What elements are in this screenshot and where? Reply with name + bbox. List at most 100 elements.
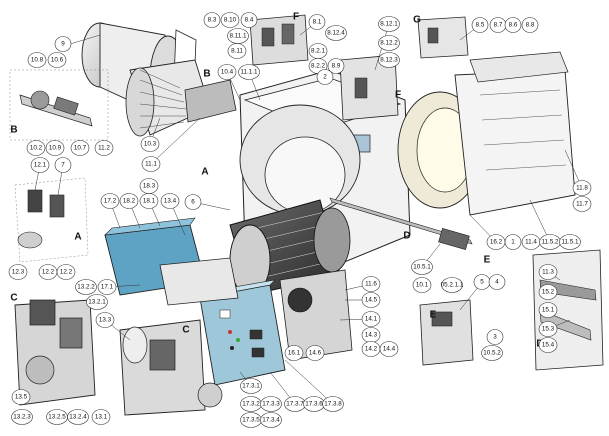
callout-69: 4 [488,274,506,290]
callout-bubble [11,409,33,425]
callout-bubble [412,277,432,293]
callout-bubble [521,17,539,33]
callout-bubble [95,312,115,328]
callout-bubble [538,337,558,353]
callout-text: 8.10 [224,17,237,24]
callout-bubble [100,193,120,209]
callout-20: 8.9 [327,58,345,74]
callout-62: 17.3.7 [284,396,306,412]
callout-text: 8.5 [476,22,485,29]
callout-66: 10.1 [412,277,432,293]
callout-78: 11.7 [572,196,592,212]
callout-bubble [325,25,347,41]
callout-bubble [8,264,28,280]
callout-text: 11.3 [542,269,554,276]
callout-text: 14.5 [365,297,378,304]
callout-bubble [238,64,260,80]
section-letter-b2: B [10,125,17,136]
callout-44: 13.5 [11,389,31,405]
callout-bubble [86,294,108,310]
callout-text: 10.2 [30,145,43,152]
callout-text: 6 [191,199,195,206]
callout-text: 18.1 [143,198,156,205]
callout-28: 8.8 [521,17,539,33]
callout-bubble [378,35,400,51]
gas-valve-group [14,177,89,263]
callout-bubble [504,234,522,250]
callout-text: 14.3 [365,332,378,339]
callout-text: 18.3 [143,183,156,190]
callout-text: 8.1 [313,19,322,26]
callout-57: 17.3.1 [240,378,262,394]
section-letter-g1: G [413,15,421,26]
callout-39: 6 [184,194,202,210]
callout-bubble [139,178,159,194]
callout-41: 13.2.2 [75,279,97,295]
lance-rod [329,197,473,250]
callout-59: 17.3.3 [260,396,282,412]
callout-47: 13.2.4 [67,409,89,425]
callout-text: 10.8 [31,57,44,64]
callout-bubble [471,17,489,33]
callout-34: 17.2 [100,193,120,209]
callout-text: 9 [61,41,65,48]
callout-text: 8.12.3 [380,57,398,64]
section-letter-c2: C [182,325,189,336]
callout-text: 13.2.4 [69,414,87,421]
callout-45: 13.2.3 [11,409,33,425]
callout-text: 12.2 [42,269,55,276]
callout-14: 8.11.1 [227,28,249,44]
callout-4: 10.9 [45,140,65,156]
callout-bubble [240,378,262,394]
callout-63: 17.3.6 [303,396,325,412]
callout-bubble [441,277,463,293]
callout-54: 14.4 [379,341,399,357]
callout-bubble [26,140,46,156]
callout-77: 11.8 [572,180,592,196]
callout-bubble [184,194,202,210]
callout-10: 11.1 [141,156,161,172]
section-letter-e1: E [484,255,491,266]
callout-text: 8.8 [526,22,535,29]
callout-text: 17.3.1 [242,383,260,390]
callout-text: 15.3 [542,326,555,333]
callout-text: 10.9 [49,145,62,152]
callout-text: 13.4 [164,198,177,205]
callout-text: 10.5.1 [413,264,431,271]
callout-text: 8.11.1 [229,33,247,40]
callout-text: 13.2.5 [48,414,66,421]
callout-13: 8.4 [240,12,258,28]
callout-text: 14.2 [365,346,378,353]
callout-bubble [378,16,400,32]
callout-24: 8.12.3 [378,52,400,68]
callout-37: 18.3 [139,178,159,194]
callout-48: 13.1 [91,409,111,425]
callout-0: 9 [54,36,72,52]
callout-76: 11.5.1 [559,234,581,250]
callout-9: 11.1.1 [238,64,260,80]
callout-text: 8.7 [494,22,503,29]
callout-bubble [361,276,381,292]
callout-bubble [47,52,67,68]
callout-27: 8.6 [504,17,522,33]
callout-7: 10.3 [140,136,160,152]
callout-text: 14.4 [383,346,396,353]
callout-82: 15.3 [538,321,558,337]
callout-text: 15.2 [542,289,555,296]
callout-text: 8.2.2 [311,63,326,70]
callout-text: 10.1 [416,282,429,289]
section-letter-d1: D [403,231,410,242]
callout-bubble [220,12,240,28]
callout-text: 8.4 [245,17,254,24]
callout-73: 1 [504,234,522,250]
callout-17: 8.12.4 [325,25,347,41]
callout-text: 14.6 [309,350,322,357]
callout-text: 5 [480,279,484,286]
callout-46: 13.2.5 [46,409,68,425]
callout-80: 15.2 [538,284,558,300]
callout-55: 16.1 [284,345,304,361]
callout-50: 14.5 [361,292,381,308]
callout-bubble [308,14,326,30]
callout-64: 17.3.8 [322,396,344,412]
